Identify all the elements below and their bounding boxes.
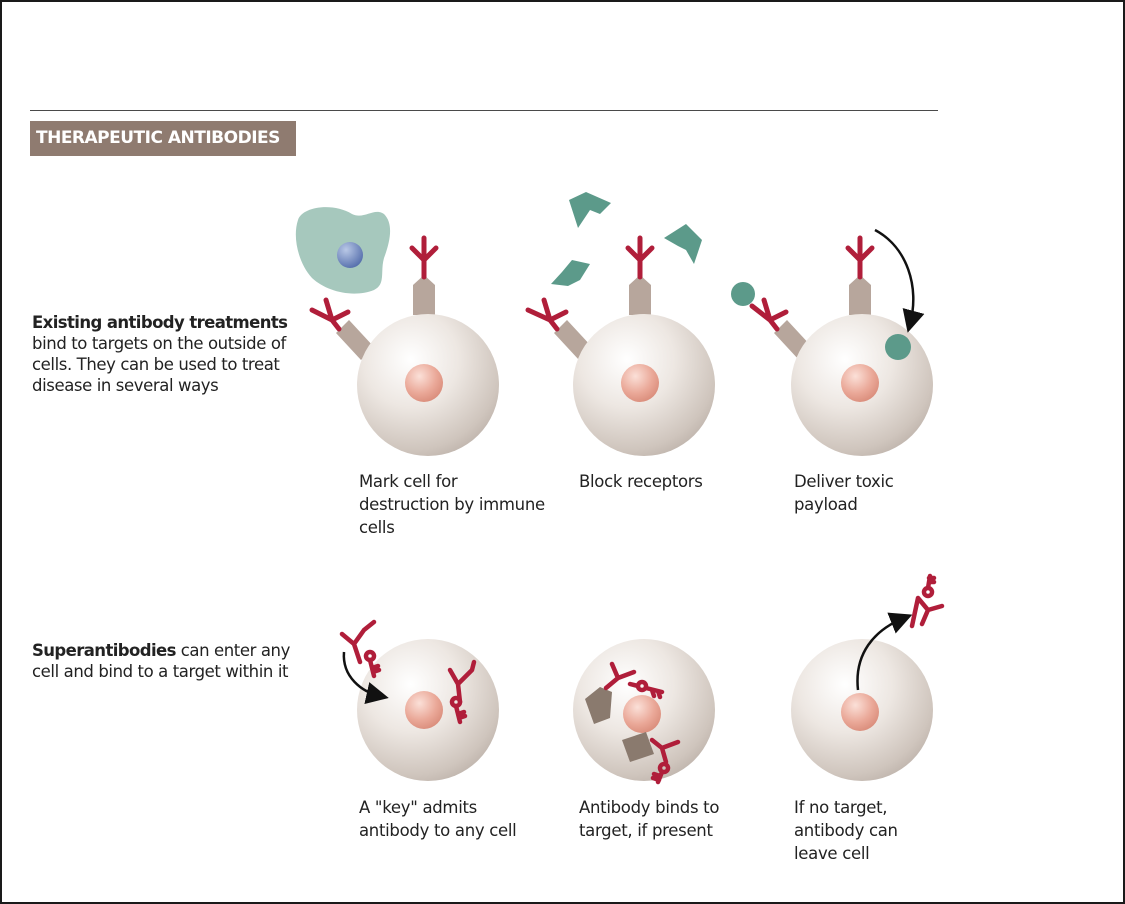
keyed-antibody (342, 622, 379, 676)
toxin-payload (731, 282, 755, 306)
antibody (752, 300, 786, 329)
cell-nucleus (621, 364, 659, 402)
keyed-antibody (912, 576, 942, 626)
ligand (551, 260, 590, 286)
panel-deliver-payload (731, 230, 933, 456)
cell-nucleus (841, 693, 879, 731)
antibody (628, 238, 652, 277)
ligand (664, 224, 702, 264)
panel-binds-target (573, 639, 715, 782)
panel-key-admits (342, 622, 499, 781)
cell-nucleus (405, 364, 443, 402)
antibody (412, 238, 436, 277)
cell-nucleus (405, 691, 443, 729)
panel-leave-cell (791, 576, 942, 781)
receptor-stalk (629, 285, 651, 315)
antibody (312, 300, 348, 329)
cell-nucleus (623, 695, 661, 733)
antibody (848, 238, 872, 277)
panel-mark-cell (296, 207, 499, 456)
arrow (875, 230, 913, 324)
cell-nucleus (841, 364, 879, 402)
antibody (528, 300, 566, 329)
toxin-payload (885, 334, 911, 360)
ligand (569, 192, 611, 228)
panel-block-receptors (528, 192, 715, 456)
immune-cell-nucleus (337, 242, 363, 268)
receptor-stalk (413, 285, 435, 315)
receptor-stalk (849, 285, 871, 315)
